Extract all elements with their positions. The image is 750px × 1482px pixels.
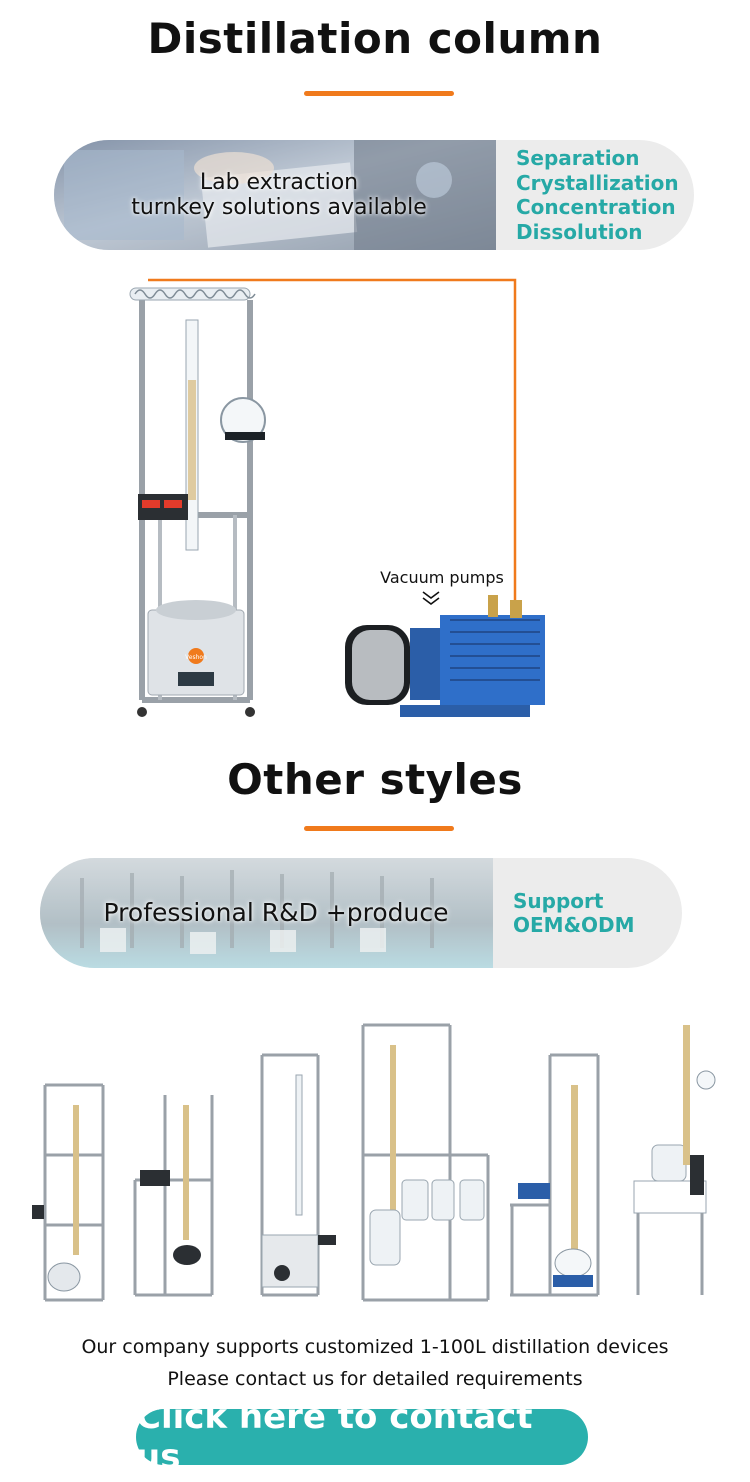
reactor-model-4 <box>361 1023 490 1302</box>
contact-us-button[interactable]: Click here to contact us <box>136 1397 588 1477</box>
banner-text-rd: Professional R&D +produce <box>103 898 449 927</box>
tag-oem-odm: OEM&ODM <box>513 913 635 937</box>
reactor-model-5 <box>510 1053 600 1297</box>
section-title-other-styles: Other styles <box>227 755 523 804</box>
office-photo-image <box>54 140 496 250</box>
section-title-distillation: Distillation column <box>147 14 603 63</box>
solutions-banner: Lab extraction turnkey solutions availab… <box>54 140 694 250</box>
contact-requirements-caption: Please contact us for detailed requireme… <box>167 1368 583 1390</box>
tag-dissolution: Dissolution <box>516 219 643 244</box>
reactor-model-6 <box>633 1025 716 1295</box>
custom-devices-caption: Our company supports customized 1-100L d… <box>81 1336 669 1358</box>
title-underline <box>304 826 454 831</box>
oem-banner: Professional R&D +produce Support OEM&OD… <box>40 858 682 968</box>
brand-plate: Veshon <box>185 654 207 661</box>
vacuum-hose-line <box>148 278 517 605</box>
feature-tag-list: Separation Crystallization Concentration… <box>496 140 694 250</box>
vacuum-pump-label: Vacuum pumps <box>380 568 504 587</box>
condenser-coil <box>129 287 256 301</box>
tag-crystallization: Crystallization <box>516 170 679 195</box>
banner-photo-office: Lab extraction turnkey solutions availab… <box>54 140 496 250</box>
reactor-model-2 <box>133 1178 214 1297</box>
oem-tag-list: Support OEM&ODM <box>493 858 682 968</box>
distillation-system-illustration: Veshon Vacuum pumps <box>129 278 545 717</box>
tag-separation: Separation <box>516 146 640 170</box>
product-models-row <box>32 1023 716 1302</box>
factory-photo-image <box>40 858 493 968</box>
banner-photo-factory: Professional R&D +produce <box>40 858 493 968</box>
title-underline <box>304 91 454 96</box>
chevron-down-icon <box>422 591 440 605</box>
tag-concentration: Concentration <box>516 195 676 219</box>
tag-support: Support <box>513 888 604 913</box>
banner-text-line2: turnkey solutions available <box>131 195 427 220</box>
vacuum-pump-illustration <box>345 595 545 717</box>
receiving-flask <box>220 397 266 443</box>
banner-text-line1: Lab extraction <box>199 170 359 195</box>
